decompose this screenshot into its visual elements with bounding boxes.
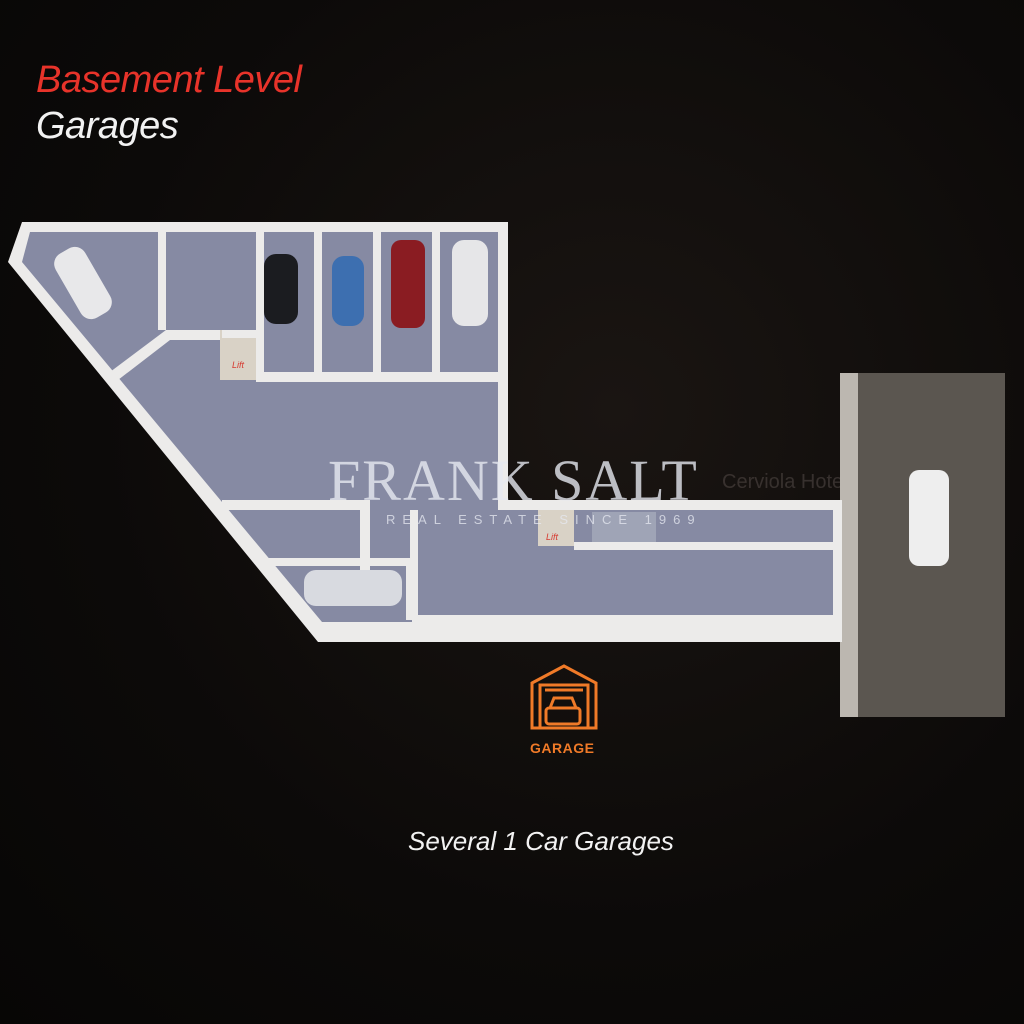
page-subtitle: Garages [36,105,179,147]
partitions [110,232,834,620]
page-title: Basement Level [36,59,302,101]
watermark-tagline: REAL ESTATE SINCE 1969 [386,512,702,527]
car-white-ramp [909,470,949,566]
garage-legend-label: GARAGE [530,740,595,756]
car-black [264,254,298,324]
garage-car-icon [530,664,598,730]
lift-label: Lift [232,360,245,370]
map-label: Cerviola Hotel [722,471,848,493]
ramp-edge [840,373,858,717]
lift-label: Lift [546,532,559,542]
car-white [54,246,112,320]
watermark-brand: FRANK SALT [328,448,699,513]
car-red [391,240,425,328]
car-blue [332,256,364,326]
car-white [452,240,488,326]
cars [54,240,949,606]
car-silver [304,570,402,606]
caption: Several 1 Car Garages [408,826,674,856]
